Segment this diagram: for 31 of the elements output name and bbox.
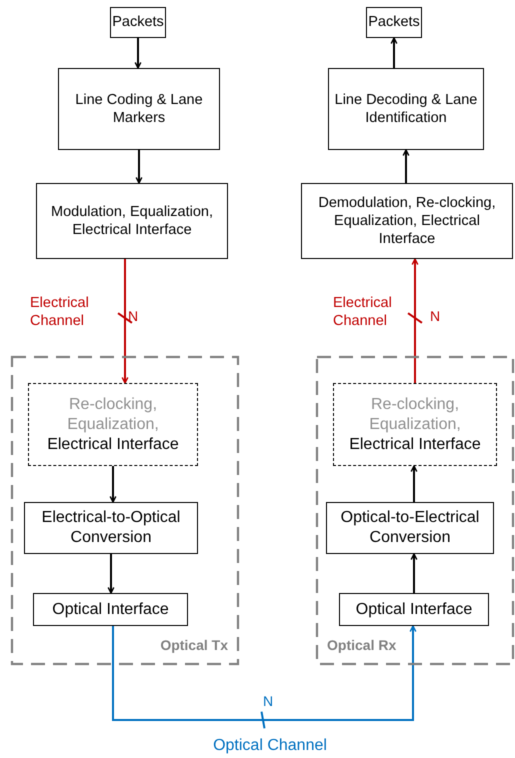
block-label: Re-clocking, Equalization,: [66, 394, 160, 434]
process-box: [366, 7, 422, 38]
module-title: Optical Tx: [160, 636, 228, 654]
block-label: Modulation, Equalization, Electrical Interface: [50, 202, 214, 240]
block-label: Electrical Interface: [46, 434, 180, 454]
process-box: [24, 502, 198, 554]
optional-block: [333, 383, 497, 466]
process-box: [110, 7, 166, 38]
optional-block: [28, 383, 198, 466]
bus-width-label: N: [263, 693, 274, 709]
module-title: Optical Rx: [327, 636, 396, 654]
process-box: [339, 593, 489, 626]
block-label: Re-clocking, Equalization,: [368, 394, 462, 434]
block-label: Line Coding & Lane Markers: [74, 90, 204, 128]
block-label: Line Decoding & Lane Identification: [334, 90, 478, 128]
bus-width-label: N: [128, 308, 138, 324]
block-label: Packets: [367, 13, 421, 32]
process-box: [33, 593, 188, 626]
process-box: [328, 68, 484, 150]
process-box: [301, 183, 513, 259]
process-box: [36, 183, 228, 259]
process-box: [326, 502, 494, 554]
block-label: Electrical Interface: [348, 434, 482, 454]
block-label: Packets: [111, 13, 165, 32]
block-label: Optical Interface: [51, 600, 170, 620]
block-label: Electrical-to-Optical Conversion: [40, 508, 182, 548]
bus-width-label: N: [430, 308, 440, 324]
block-label: Optical-to-Electrical Conversion: [340, 508, 480, 548]
process-box: [58, 68, 220, 150]
block-label: Demodulation, Re-clocking, Equalization, Electrical Interface: [317, 194, 497, 248]
block-label: Optical Interface: [354, 600, 474, 620]
